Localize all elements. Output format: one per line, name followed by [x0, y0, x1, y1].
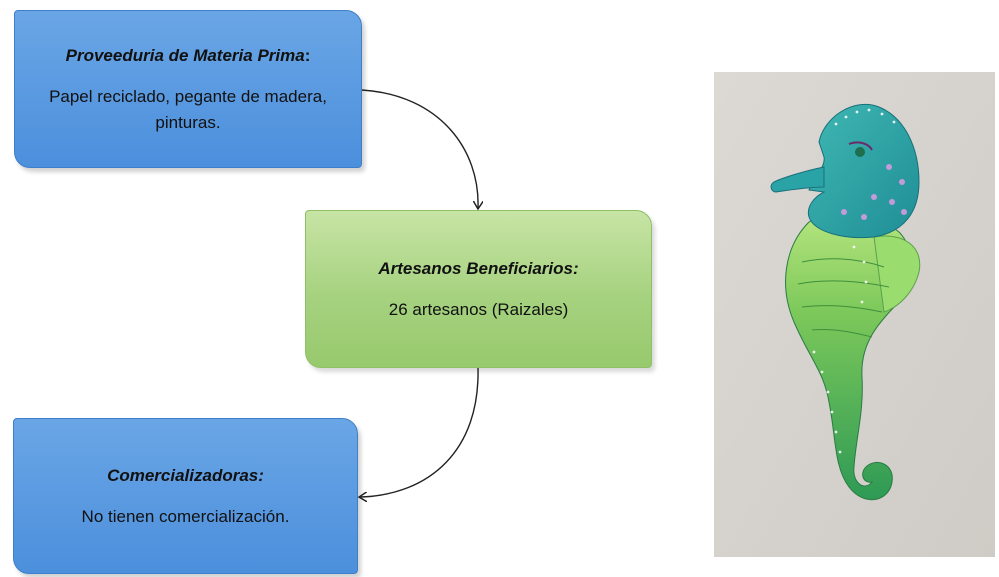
- connector-supply-to-artisans: [361, 89, 478, 208]
- seahorse-image: [714, 72, 995, 557]
- connector-artisans-to-sellers: [360, 367, 479, 497]
- seahorse-photo: [714, 72, 995, 557]
- sellers-text: No tienen comercialización.: [81, 507, 290, 526]
- supply-text: Papel reciclado, pegante de madera, pint…: [49, 87, 327, 132]
- seahorse-snout: [770, 166, 825, 193]
- artisans-text: 26 artesanos (Raizales): [388, 300, 569, 319]
- sellers-title: Comercializadoras:: [107, 465, 264, 485]
- sellers-box: Comercializadoras: No tienen comercializ…: [13, 418, 358, 574]
- artisans-box: Artesanos Beneficiarios: 26 artesanos (R…: [305, 210, 652, 368]
- supply-title: Proveeduria de Materia Prima:: [65, 45, 311, 65]
- supply-box: Proveeduria de Materia Prima: Papel reci…: [14, 10, 362, 168]
- artisans-title: Artesanos Beneficiarios:: [378, 258, 579, 278]
- seahorse-fin: [873, 235, 921, 313]
